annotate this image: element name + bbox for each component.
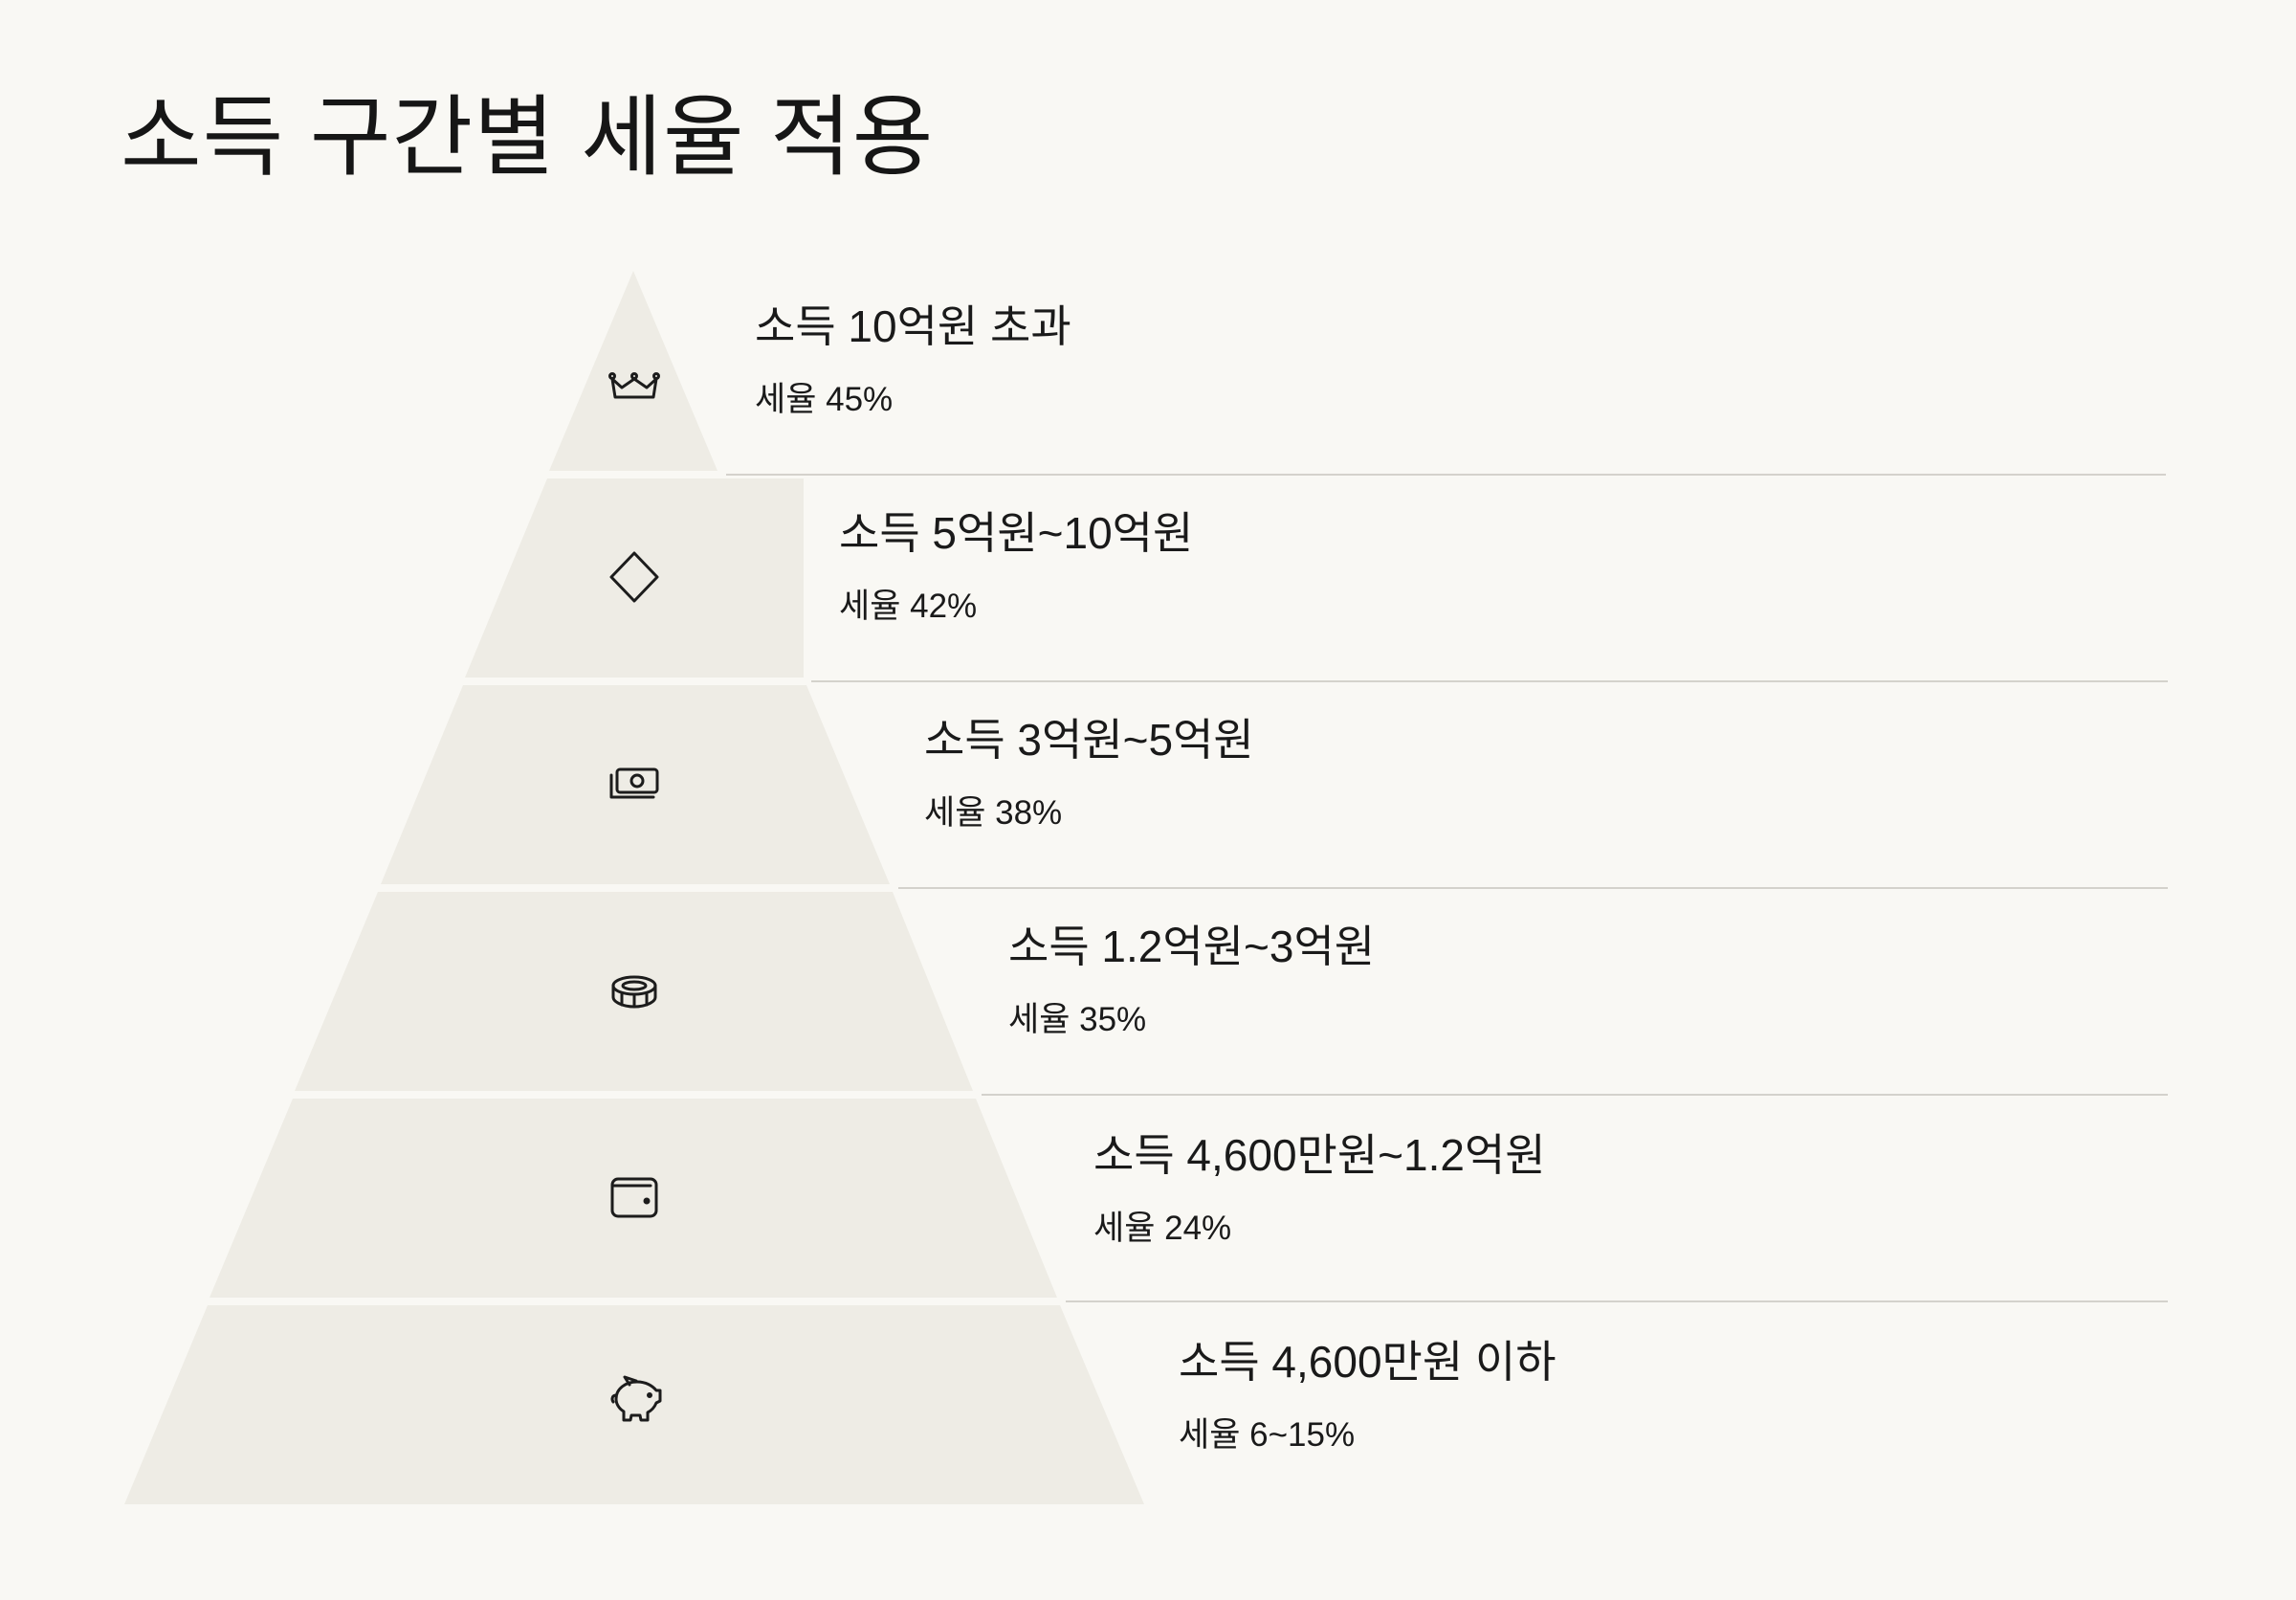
wallet-icon [610, 1177, 658, 1218]
tier-6-rate: 세율 6~15% [1179, 1416, 1356, 1455]
tier-2-text: 소득 5억원~10억원 세율 42% [839, 507, 1193, 627]
pyramid-tier-6 [124, 1305, 1144, 1504]
page-title: 소득 구간별 세율 적용 [121, 89, 935, 187]
pyramid-tier-3 [381, 685, 890, 884]
tier-4-label: 소득 1.2억원~3억원 [1008, 922, 1376, 971]
tier-5-text: 소득 4,600만원~1.2억원 세율 24% [1093, 1129, 1546, 1249]
tier-5-rate: 세율 24% [1093, 1210, 1232, 1248]
tier-3-rate: 세율 38% [924, 794, 1063, 833]
tier-6-text: 소득 4,600만원 이하 세율 6~15% [1179, 1336, 1556, 1456]
tier-1-text: 소득 10억원 초과 세율 45% [755, 300, 1071, 420]
pyramid-tier-1 [549, 271, 718, 471]
piggy-bank-icon [610, 1375, 662, 1422]
tier-4 [295, 892, 2168, 1096]
tier-3 [381, 685, 2168, 889]
tier-4-rate: 세율 35% [1008, 1001, 1147, 1039]
diamond-icon [609, 551, 659, 603]
tier-6 [124, 1305, 1144, 1504]
coins-icon [611, 975, 657, 1009]
pyramid-tier-4 [295, 892, 973, 1091]
tier-2 [465, 478, 2168, 682]
pyramid-tier-5 [210, 1099, 1057, 1298]
tier-1-rate: 세율 45% [755, 381, 894, 419]
tier-1-label: 소득 10억원 초과 [755, 301, 1071, 351]
pyramid-tier-2-right [547, 478, 804, 678]
tier-2-rate: 세율 42% [839, 588, 978, 626]
tier-2-label: 소득 5억원~10억원 [839, 508, 1194, 558]
cash-icon [609, 767, 659, 799]
tier-3-label: 소득 3억원~5억원 [924, 715, 1254, 765]
crown-icon [608, 372, 660, 399]
tier-6-label: 소득 4,600만원 이하 [1179, 1337, 1556, 1387]
tier-5 [210, 1099, 2168, 1302]
tier-4-text: 소득 1.2억원~3억원 세율 35% [1008, 921, 1375, 1040]
tier-3-text: 소득 3억원~5억원 세율 38% [924, 714, 1254, 833]
tier-1 [549, 271, 2166, 476]
tier-5-label: 소득 4,600만원~1.2억원 [1093, 1130, 1546, 1180]
